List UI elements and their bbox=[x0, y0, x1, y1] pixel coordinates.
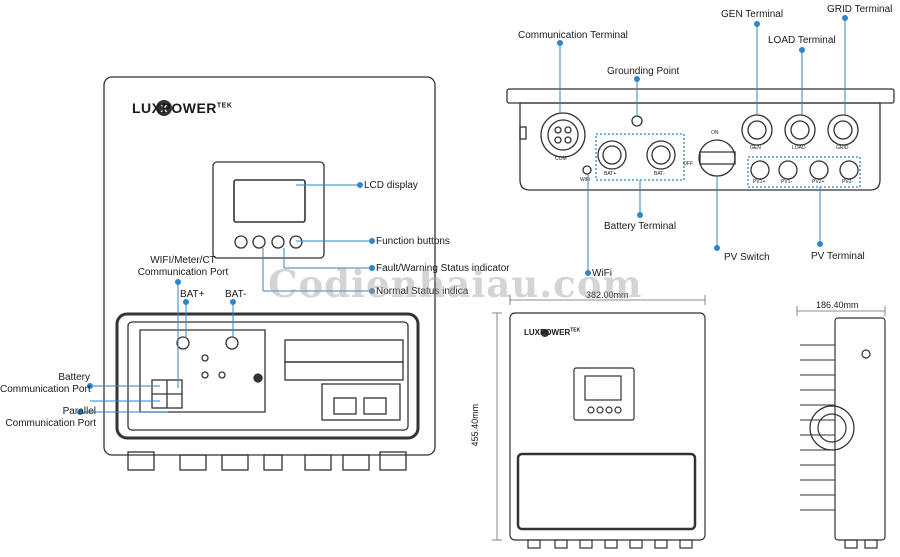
parallel-comm-line2: Communication Port bbox=[5, 417, 96, 429]
label-communication-terminal: Communication Terminal bbox=[518, 30, 628, 41]
port-bat-plus: BAT+ bbox=[604, 171, 617, 177]
port-off: OFF bbox=[683, 161, 693, 167]
label-fault-indicator: Fault/Warning Status indicator bbox=[376, 263, 510, 274]
front-view: X bbox=[103, 76, 436, 471]
label-grounding-point: Grounding Point bbox=[607, 66, 680, 77]
pv1-plus bbox=[750, 160, 770, 180]
small-panel bbox=[573, 367, 635, 421]
port-pv1-plus: PV1+ bbox=[753, 179, 766, 185]
button-3 bbox=[271, 235, 285, 249]
label-wifi: WiFi bbox=[592, 268, 612, 279]
label-function-buttons: Function buttons bbox=[376, 236, 450, 247]
small-logo-suffix: TEK bbox=[570, 327, 581, 334]
svg-text:X: X bbox=[161, 104, 168, 115]
lcd-screen bbox=[233, 179, 306, 223]
label-battery-terminal: Battery Terminal bbox=[604, 221, 677, 232]
bat-minus-gland bbox=[646, 140, 676, 170]
label-wifi-comm-port: WIFI/Meter/CT Communication Port bbox=[128, 255, 238, 278]
wifi-port-line2: Communication Port bbox=[137, 266, 229, 278]
wifi-port-line1: WIFI/Meter/CT bbox=[150, 255, 216, 266]
small-logo-word: LUXPOWER bbox=[524, 328, 571, 337]
gen-gland bbox=[741, 114, 773, 146]
label-parallel-comm-port: Parallel Communication Port bbox=[0, 406, 96, 429]
port-pv1-minus: PV1- bbox=[781, 179, 793, 185]
grid-gland bbox=[827, 114, 859, 146]
load-gland bbox=[784, 114, 816, 146]
wifi-port bbox=[582, 165, 592, 175]
port-bat-minus: BAT- bbox=[654, 171, 665, 177]
relay-block bbox=[321, 383, 401, 421]
small-enclosure bbox=[509, 312, 706, 541]
port-grid: GRID bbox=[836, 145, 849, 151]
terminal-strip bbox=[284, 339, 404, 363]
label-gen-terminal: GEN Terminal bbox=[721, 9, 784, 20]
front-callout-lines bbox=[77, 182, 375, 415]
label-lcd-display: LCD display bbox=[364, 180, 418, 191]
label-grid-terminal: GRID Terminal bbox=[827, 4, 893, 15]
label-pv-terminal: PV Terminal bbox=[811, 251, 865, 262]
dimension-lines bbox=[492, 295, 886, 541]
watermark: Codienhaiau.com bbox=[268, 262, 643, 306]
pv1-minus bbox=[778, 160, 798, 180]
side-fan bbox=[809, 405, 855, 451]
port-gen: GEN bbox=[750, 145, 761, 151]
logo-word: LUXPOWER bbox=[132, 100, 217, 116]
logo-suffix: TEK bbox=[216, 102, 233, 110]
small-logo-text: LUXPOWERTEK bbox=[524, 327, 581, 337]
button-4 bbox=[289, 235, 303, 249]
dim-width: 382.00mm bbox=[586, 290, 629, 300]
label-load-terminal: LOAD Terminal bbox=[768, 35, 836, 46]
front-panel bbox=[212, 161, 325, 259]
com-port bbox=[540, 112, 586, 158]
bat-plus-stud bbox=[176, 336, 190, 350]
pv-switch bbox=[698, 139, 736, 177]
port-on: ON bbox=[711, 130, 719, 136]
port-com: COM bbox=[555, 156, 567, 162]
front-logo: X bbox=[156, 100, 172, 116]
small-glands bbox=[527, 539, 693, 549]
wiring-box-outer bbox=[115, 312, 420, 440]
side-body bbox=[834, 317, 886, 541]
pv2-minus bbox=[839, 160, 859, 180]
port-load: LOAD bbox=[792, 145, 806, 151]
dimension-front-view bbox=[509, 312, 706, 549]
small-wiring-cover bbox=[516, 452, 697, 531]
label-bat-plus: BAT+ bbox=[180, 289, 205, 300]
pv2-plus bbox=[809, 160, 829, 180]
dim-depth: 186.40mm bbox=[816, 300, 859, 310]
port-pv2-minus: PV2- bbox=[842, 179, 854, 185]
label-pv-switch: PV Switch bbox=[724, 252, 770, 263]
battery-comm-line1: Battery bbox=[58, 372, 90, 383]
bottom-body bbox=[519, 102, 881, 191]
wiring-box-inner bbox=[127, 321, 409, 431]
bat-plus-gland bbox=[597, 140, 627, 170]
button-2 bbox=[252, 235, 266, 249]
bottom-flange bbox=[506, 88, 895, 104]
grounding-point bbox=[631, 115, 643, 127]
port-pv2-plus: PV2+ bbox=[812, 179, 825, 185]
bottom-callout-lines bbox=[557, 15, 848, 276]
battery-section bbox=[139, 329, 266, 413]
bat-minus-stud bbox=[225, 336, 239, 350]
side-view bbox=[800, 317, 886, 549]
dim-height: 455.40mm bbox=[470, 403, 481, 447]
bottom-view bbox=[506, 88, 895, 191]
front-logo-text: LUXPOWERTEK bbox=[132, 100, 232, 116]
label-battery-comm-port: Battery Communication Port bbox=[0, 372, 91, 395]
front-cable-glands bbox=[127, 451, 407, 471]
label-normal-indicator: Normal Status indica bbox=[376, 286, 469, 297]
port-wifi: WiFi bbox=[580, 177, 590, 183]
label-bat-minus: BAT- bbox=[225, 289, 247, 300]
battery-comm-line2: Communication Port bbox=[0, 383, 91, 395]
parallel-comm-line1: Parallel bbox=[62, 406, 96, 417]
button-1 bbox=[234, 235, 248, 249]
